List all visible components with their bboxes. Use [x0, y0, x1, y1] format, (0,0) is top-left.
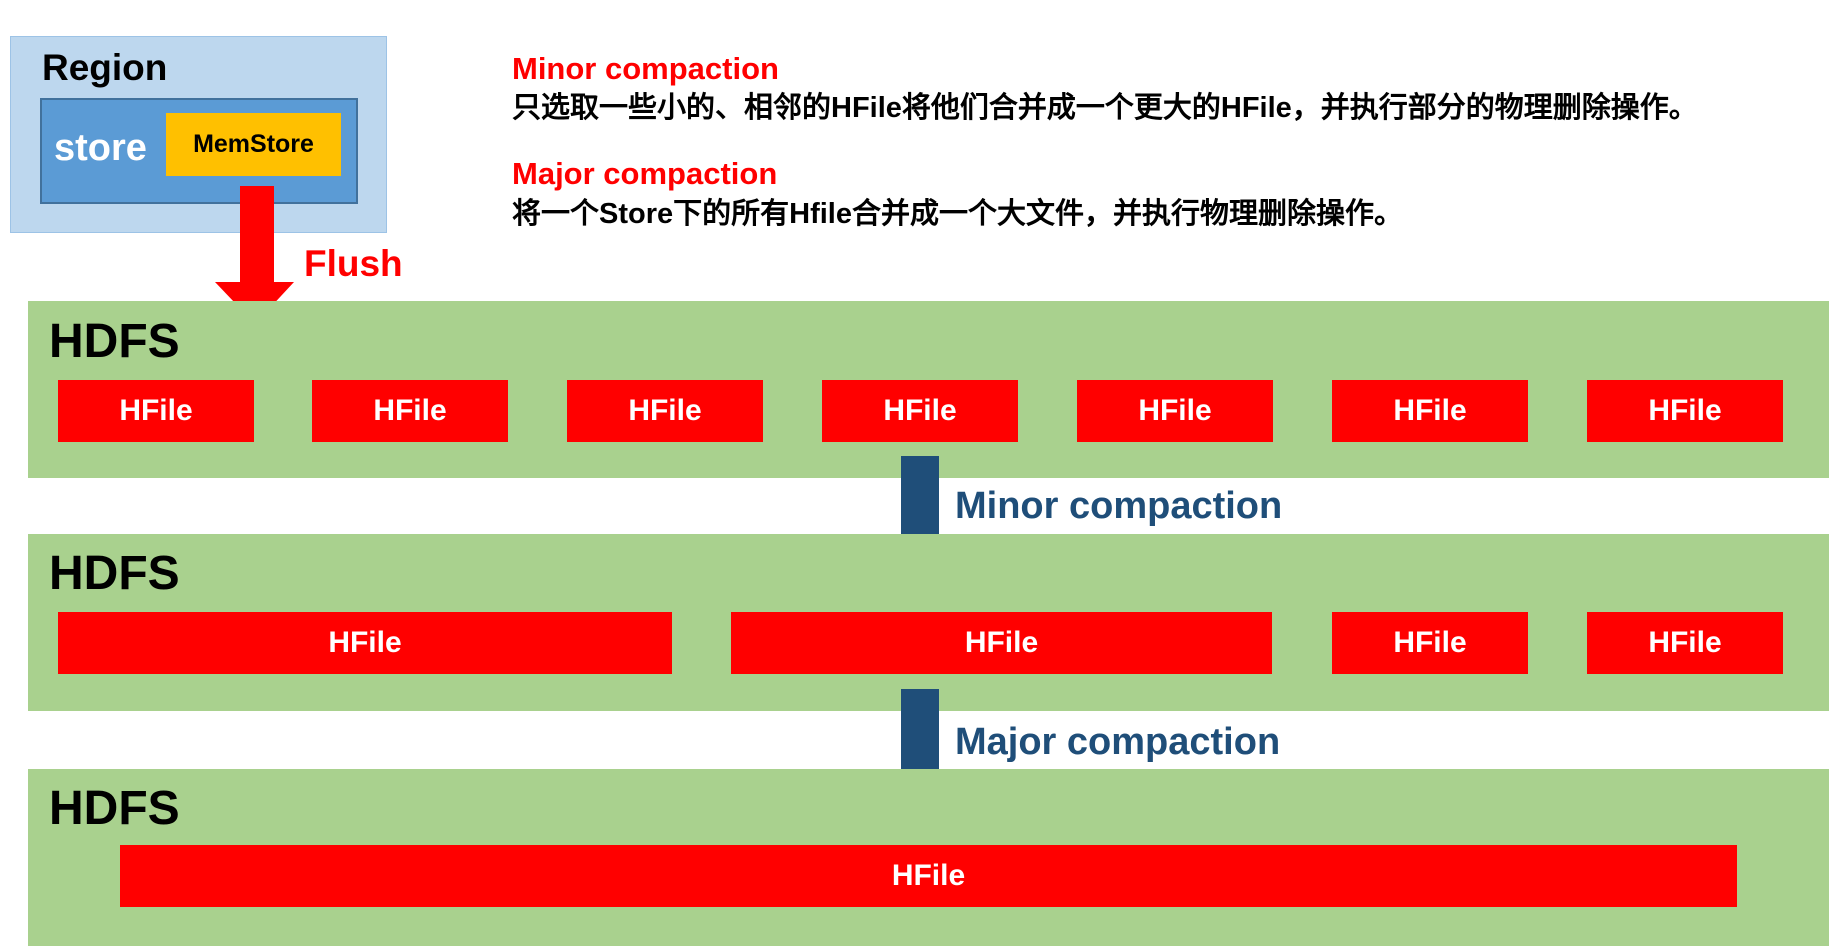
major-compaction-arrow-label: Major compaction: [955, 721, 1281, 763]
hfile-block: HFile: [822, 380, 1018, 442]
major-compaction-title: Major compaction: [512, 156, 778, 191]
major-compaction-description: 将一个Store下的所有Hfile合并成一个大文件，并执行物理删除操作。: [512, 198, 1403, 230]
hfile-block: HFile: [58, 612, 672, 674]
hfile-block: HFile: [312, 380, 508, 442]
hfile-block: HFile: [1077, 380, 1273, 442]
hfile-block: HFile: [58, 380, 254, 442]
hfile-block: HFile: [567, 380, 763, 442]
hdfs-label-1: HDFS: [49, 315, 180, 368]
hdfs-label-2: HDFS: [49, 547, 180, 600]
minor-compaction-title: Minor compaction: [512, 51, 779, 86]
region-title: Region: [42, 47, 168, 88]
minor-compaction-arrow-label: Minor compaction: [955, 485, 1283, 527]
hfile-block: HFile: [120, 845, 1737, 907]
hfile-block: HFile: [731, 612, 1272, 674]
memstore-box: MemStore: [166, 113, 341, 176]
flush-label: Flush: [304, 243, 403, 284]
flush-arrow-icon: [215, 186, 294, 324]
minor-compaction-description: 只选取一些小的、相邻的HFile将他们合并成一个更大的HFile，并执行部分的物…: [512, 92, 1698, 124]
hfile-block: HFile: [1587, 612, 1783, 674]
hfile-block: HFile: [1332, 612, 1528, 674]
hdfs-label-3: HDFS: [49, 782, 180, 835]
hfile-block: HFile: [1587, 380, 1783, 442]
store-label: store: [54, 127, 147, 169]
hfile-block: HFile: [1332, 380, 1528, 442]
